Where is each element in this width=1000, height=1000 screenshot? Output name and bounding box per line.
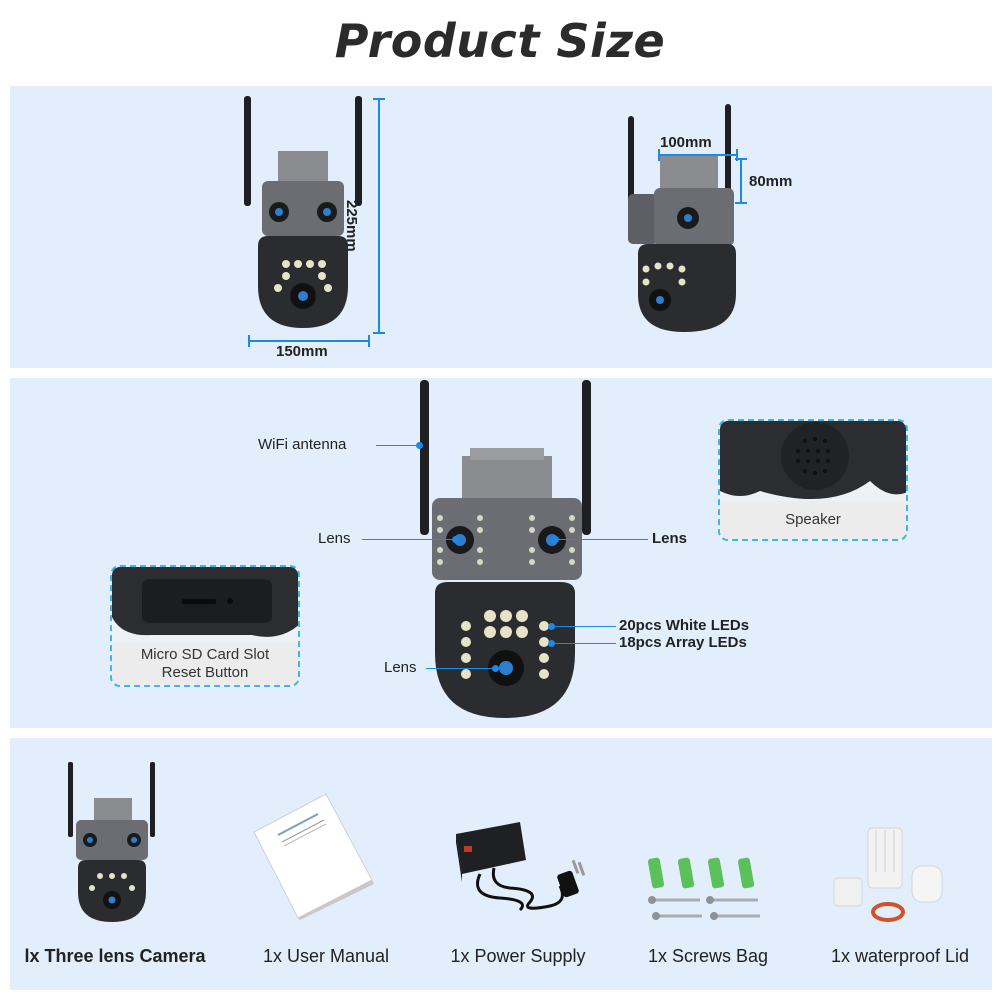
page-title: Product Size: [334, 14, 666, 68]
depth-dimension-cap: [658, 149, 660, 161]
mount-height-label: 80mm: [749, 173, 793, 190]
manual-icon: [248, 790, 378, 925]
lens-bottom-label: Lens: [384, 659, 417, 676]
sd-slot-caption: Micro SD Card Slot Reset Button: [112, 643, 298, 685]
package-label-power: 1x Power Supply: [450, 946, 586, 966]
array-leds-label: 18pcs Array LEDs: [619, 634, 747, 651]
waterproof-lid-icon: [828, 826, 958, 931]
sd-slot-zoom: Micro SD Card Slot Reset Button: [110, 565, 300, 687]
mount-height-cap: [735, 202, 747, 204]
lens-bottom-leader: [426, 668, 494, 669]
package-label-manual: 1x User Manual: [262, 946, 390, 966]
speaker-label: Speaker: [720, 501, 906, 539]
power-supply-icon: [450, 816, 600, 921]
height-dimension-cap: [373, 98, 385, 100]
package-label-camera: lx Three lens Camera: [24, 946, 206, 966]
speaker-zoom: Speaker: [718, 419, 908, 541]
size-panel: [10, 86, 992, 368]
sd-slot-label: Micro SD Card Slot: [140, 646, 270, 663]
white-leds-leader: [552, 626, 616, 627]
array-leds-dot: [548, 640, 555, 647]
lens-left-label: Lens: [318, 530, 351, 547]
package-label-lid: 1x waterproof Lid: [830, 946, 970, 966]
white-leds-dot: [548, 623, 555, 630]
camera-main-image: [410, 378, 595, 723]
package-label-screws: 1x Screws Bag: [647, 946, 769, 966]
wifi-antenna-dot: [416, 442, 423, 449]
lens-left-leader: [362, 539, 454, 540]
camera-side-image: [618, 104, 743, 339]
height-label: 225mm: [343, 200, 360, 252]
lens-right-label: Lens: [652, 530, 688, 547]
lens-right-dot: [552, 536, 559, 543]
lens-right-leader: [556, 539, 648, 540]
mount-height-cap: [735, 158, 747, 160]
array-leds-leader: [552, 643, 616, 644]
width-dimension-cap: [368, 335, 370, 347]
lens-left-dot: [452, 536, 459, 543]
width-dimension-line: [248, 340, 370, 342]
screws-icon: [640, 852, 770, 932]
white-leds-label: 20pcs White LEDs: [619, 617, 750, 634]
depth-dimension-cap: [736, 149, 738, 161]
width-label: 150mm: [276, 343, 328, 360]
reset-button-label: Reset Button: [161, 664, 249, 681]
lens-bottom-dot: [492, 665, 499, 672]
wifi-antenna-leader: [376, 445, 416, 446]
camera-icon: [64, 762, 159, 932]
height-dimension-cap: [373, 332, 385, 334]
sd-slot-icon: [112, 567, 298, 637]
camera-front-image: [238, 96, 368, 341]
height-dimension-line: [378, 98, 380, 334]
wifi-antenna-label: WiFi antenna: [258, 436, 347, 453]
width-dimension-cap: [248, 335, 250, 347]
speaker-grille-icon: [720, 421, 906, 499]
depth-dimension-line: [658, 154, 738, 156]
depth-label: 100mm: [660, 134, 712, 151]
mount-height-line: [740, 158, 742, 204]
